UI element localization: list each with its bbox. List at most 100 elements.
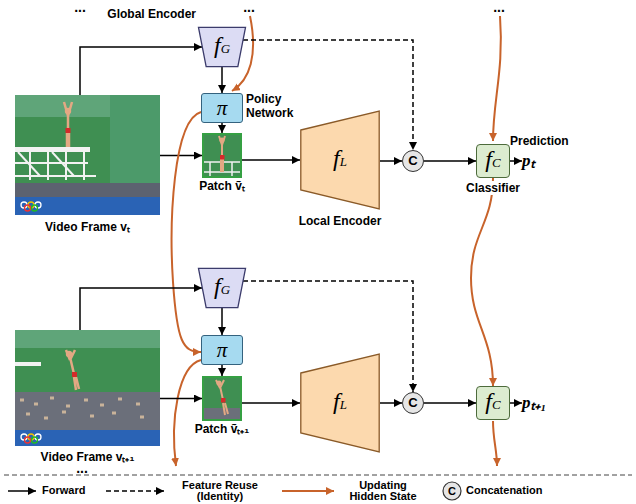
legend-forward-sample (8, 490, 36, 492)
diver-body (219, 136, 225, 172)
forward-arrow (221, 308, 223, 335)
ring (32, 437, 38, 443)
image-patch: Patch ṽₜ (202, 133, 242, 178)
forward-arrow (242, 402, 300, 404)
node-label: π (217, 338, 228, 362)
prediction-output: Predictionpₜ (522, 151, 535, 171)
frame-banner (15, 430, 160, 446)
forward-arrow (221, 123, 223, 133)
legend-text: Updating Hidden State (342, 480, 424, 502)
diving-platform (15, 362, 41, 366)
continuation-dots: ... (76, 463, 88, 473)
prediction-output: pₜ₊₁ (522, 393, 546, 413)
caption-label: Patch ṽₜ₊₁ (195, 422, 250, 436)
legend-symbol: C (448, 485, 456, 497)
forward-arrow (80, 47, 202, 95)
policy-network: πPolicy Network (201, 93, 243, 123)
continuation-dots: ... (243, 2, 255, 12)
node-label: fL (333, 388, 347, 418)
classifier-box: fCClassifier (476, 144, 510, 178)
frame-stands (15, 183, 160, 197)
legend-text: Forward (42, 485, 85, 496)
hidden-state-arrow (172, 112, 201, 352)
forward-arrow (510, 160, 522, 162)
image-patch: Patch ṽₜ₊₁ (202, 376, 242, 421)
global-encoder: fGGlobal Encoder (198, 27, 246, 67)
olympic-rings (21, 202, 41, 211)
legend-text: Concatenation (466, 485, 542, 496)
node-label: pₜ₊₁ (522, 393, 546, 413)
ring (25, 437, 31, 443)
caption-label: Prediction (510, 134, 569, 148)
local-encoder: fL (300, 353, 380, 453)
diver-trunks (221, 398, 226, 403)
forward-arrow (160, 155, 202, 157)
classifier-box: fC (476, 386, 510, 420)
spectators (20, 398, 144, 418)
encoder-shape (198, 27, 245, 66)
diving-platform (15, 147, 90, 152)
patch-background (202, 376, 242, 421)
caption-label: Local Encoder (299, 214, 382, 228)
diver-body (216, 380, 228, 415)
forward-arrow (380, 160, 402, 162)
concat-circle: C (402, 392, 424, 414)
frame-wall (15, 330, 160, 348)
forward-arrow (80, 288, 202, 330)
global-encoder: fG (198, 268, 246, 308)
forward-arrow (510, 402, 522, 404)
caption-label: Classifier (464, 181, 522, 195)
caption-label: Global Encoder (107, 7, 196, 21)
hidden-state-arrow (493, 16, 501, 141)
forward-arrow (221, 365, 223, 376)
continuation-dots: ... (74, 2, 86, 12)
local-encoder: fLLocal Encoder (300, 110, 380, 210)
forward-arrow (380, 402, 402, 404)
ring (32, 205, 38, 211)
frame-background (15, 330, 160, 446)
diver-body (66, 350, 79, 390)
continuation-dots: ... (493, 2, 505, 12)
caption-label: Video Frame vₜ₊₁ (41, 450, 135, 464)
legend-separator (4, 475, 632, 476)
node-label: fC (485, 388, 500, 418)
forward-arrow (424, 160, 476, 162)
caption-label: Patch ṽₜ (199, 179, 245, 193)
diver-trunks (66, 128, 71, 133)
forward-arrow (160, 398, 202, 400)
node-label: π (217, 96, 228, 120)
video-frame: Video Frame vₜ₊₁ (15, 330, 160, 446)
patch-background (202, 133, 242, 178)
legend-concat-sample (443, 482, 461, 500)
frame-stands (15, 392, 160, 430)
encoder-shape (301, 354, 379, 452)
diver-trunks (72, 372, 77, 377)
diver-trunks (220, 155, 225, 160)
hidden-state-arrow (471, 178, 493, 386)
platform-railing (15, 152, 96, 180)
hidden-state-arrow (493, 421, 497, 466)
legend-reuse-sample (106, 490, 164, 492)
node-label: C (408, 154, 417, 168)
node-label: fC (485, 146, 500, 176)
concat-circle: C (402, 150, 424, 172)
encoder-shape (301, 111, 379, 209)
node-label: fL (333, 145, 347, 175)
forward-arrow (221, 67, 223, 93)
forward-arrow (242, 159, 300, 161)
legend-text: Feature Reuse (Identity) (172, 480, 268, 502)
diver-body (64, 102, 72, 147)
node-label: fG (214, 273, 230, 303)
video-frame: Video Frame vₜ (15, 95, 160, 215)
caption-label: Video Frame vₜ (45, 220, 130, 234)
ring (25, 205, 31, 211)
caption-label: Policy Network (246, 92, 304, 120)
legend-hidden-sample (282, 490, 334, 492)
frame-wall (110, 95, 160, 185)
policy-network: π (201, 335, 243, 365)
encoder-shape (198, 268, 245, 307)
node-label: C (408, 396, 417, 410)
hidden-state-arrow (174, 360, 201, 466)
node-label: fG (214, 32, 230, 62)
